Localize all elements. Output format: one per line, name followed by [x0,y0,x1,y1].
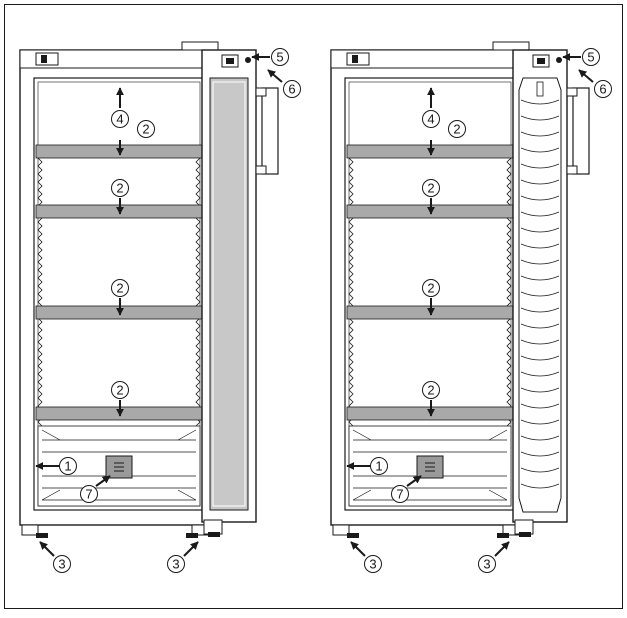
callout-label: 6 [599,82,606,97]
door-handle [261,87,279,175]
foot-left [332,524,350,536]
door-glass [209,77,249,511]
rail-right [506,157,512,427]
callout-label: 3 [369,557,376,572]
callout-label: 7 [85,487,92,502]
foot-left [21,524,39,536]
callout-label: 3 [172,557,179,572]
callout-label: 2 [427,281,434,296]
callout-label: 2 [427,181,434,196]
callout-label: 3 [483,557,490,572]
callout-label: 4 [116,112,123,127]
rail-left [348,157,354,427]
callout-label: 7 [396,487,403,502]
callout-label: 4 [427,112,434,127]
top-hinge-cap [181,41,219,51]
appliance-left: 4 2 2 2 2 1 7 3 3 5 6 [19,41,301,573]
door-inner-liner [518,77,562,513]
callout-label: 5 [276,50,283,65]
callout-label: 3 [58,557,65,572]
callout-label: 5 [587,50,594,65]
callout-label: 6 [288,82,295,97]
callout-label: 2 [453,122,460,137]
callout-label: 2 [116,181,123,196]
callout-label: 1 [375,459,382,474]
rail-left [37,157,43,427]
callout-label: 2 [116,383,123,398]
rail-right [195,157,201,427]
bottom-hinge [514,519,534,535]
appliance-right: 4 2 2 2 2 1 7 3 3 5 6 [330,41,612,573]
outer-frame [4,4,623,609]
callout-label: 2 [427,383,434,398]
callout-label: 2 [142,122,149,137]
bottom-hinge [203,519,223,535]
callout-label: 1 [64,459,71,474]
top-hinge-cap [492,41,530,51]
callout-label: 2 [116,281,123,296]
door-handle [572,87,590,175]
